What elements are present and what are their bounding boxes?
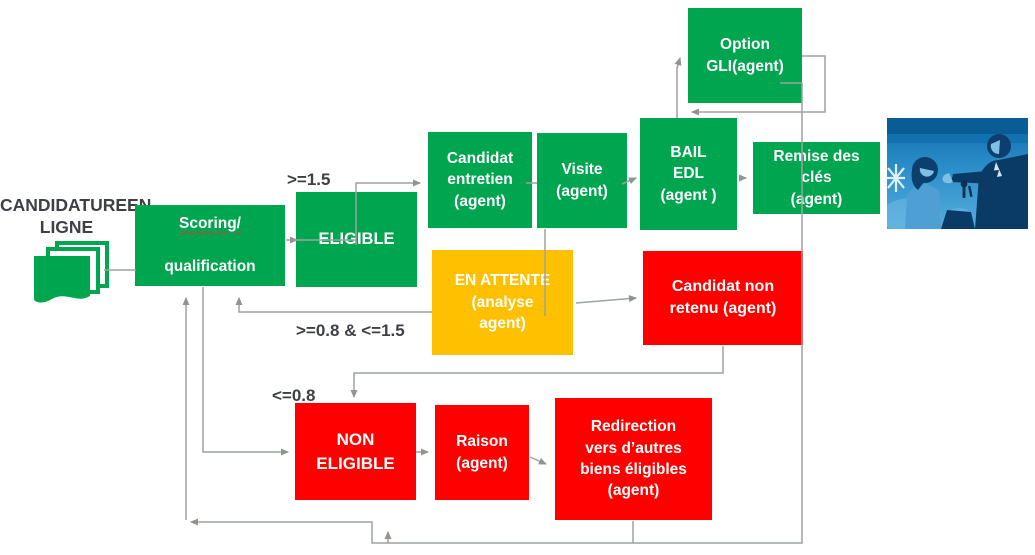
node-option-gli: Option GLI(agent)	[688, 8, 802, 103]
title-line1: CANDIDATURE	[0, 195, 128, 215]
edge-en-attente-to-non-retenu	[575, 295, 638, 304]
edge-raison-to-redirection	[529, 456, 548, 465]
node-visite: Visite (agent)	[537, 133, 627, 228]
node-redirection-biens-eligibles: Redirection vers d’autres biens éligible…	[555, 398, 712, 520]
edge-scoring-to-non-eligible	[202, 287, 290, 456]
edge-en-attente-to-scoring	[235, 296, 432, 313]
node-raison: Raison (agent)	[435, 405, 529, 500]
edge-label-score-mid: >=0.8 & <=1.5	[296, 321, 405, 340]
edge-bail-to-option-gli	[674, 56, 682, 118]
node-non-eligible: NON ELIGIBLE	[295, 403, 416, 500]
page-title: CANDIDATUREEN LIGNE	[0, 194, 151, 239]
edge-label-score-low: <=0.8	[272, 386, 316, 405]
scoring-label-line1: Scoring/	[178, 215, 241, 233]
node-scoring-qualification: Scoring/ qualification	[135, 205, 285, 286]
node-candidat-entretien: Candidat entretien (agent)	[428, 132, 532, 228]
node-en-attente: EN ATTENTE (analyse agent)	[432, 250, 573, 355]
documents-stack-icon	[34, 241, 109, 303]
node-candidat-non-retenu: Candidat non retenu (agent)	[643, 251, 803, 345]
node-remise-des-cles: Remise des clés (agent)	[753, 142, 880, 214]
scoring-label-line2: qualification	[164, 258, 256, 276]
edge-label-score-high: >=1.5	[287, 170, 331, 189]
node-scoring-label: Scoring/ qualification	[164, 192, 255, 299]
node-bail-edl: BAIL EDL (agent )	[640, 118, 737, 230]
key-handover-photo	[887, 118, 1028, 229]
node-eligible: ELIGIBLE	[296, 192, 417, 287]
